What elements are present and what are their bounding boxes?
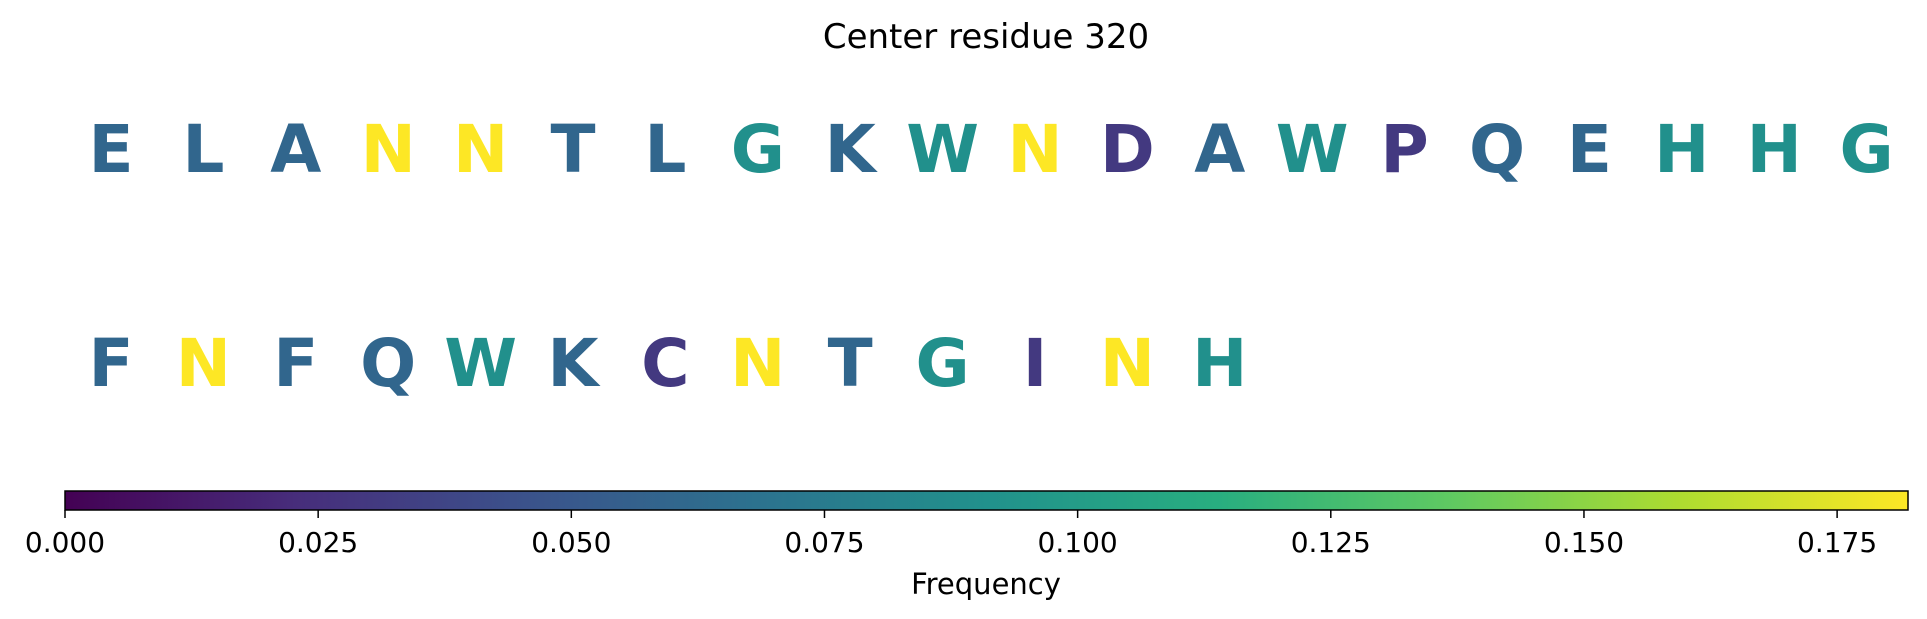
residue-letter: F [88, 325, 133, 402]
colorbar [64, 490, 1909, 511]
residue-letter: N [1100, 325, 1155, 402]
residue-letter: A [1194, 111, 1245, 188]
chart-title: Center residue 320 [823, 17, 1149, 57]
residue-letter: W [906, 111, 979, 188]
colorbar-tick-label: 0.175 [1797, 526, 1877, 559]
residue-letter: N [1007, 111, 1062, 188]
residue-letter: L [644, 111, 686, 188]
colorbar-tick-label: 0.075 [784, 526, 864, 559]
residue-letter: G [731, 111, 785, 188]
colorbar-tick-label: 0.100 [1038, 526, 1118, 559]
residue-letter: C [641, 325, 689, 402]
residue-letter: H [1747, 111, 1802, 188]
residue-letter: H [1192, 325, 1247, 402]
colorbar-ticks: 0.000 0.025 0.050 0.075 0.100 0.125 0.150 0.175 [25, 510, 1877, 559]
residue-letter: N [730, 325, 785, 402]
residue-letter: W [444, 325, 517, 402]
residue-letter: L [182, 111, 224, 188]
residue-letter: T [828, 325, 873, 402]
residue-letter: G [1840, 111, 1894, 188]
residue-letter: N [176, 325, 231, 402]
residue-letter: N [361, 111, 416, 188]
residue-letter: G [916, 325, 970, 402]
residue-letter: K [547, 325, 601, 402]
colorbar-tick-label: 0.025 [278, 526, 358, 559]
residue-letter: I [1023, 325, 1048, 402]
residue-letter: A [270, 111, 321, 188]
colorbar-tick-label: 0.050 [531, 526, 611, 559]
residue-letter: H [1654, 111, 1709, 188]
colorbar-tick-label: 0.150 [1544, 526, 1624, 559]
residue-letter: Q [1469, 111, 1525, 188]
residue-letter: D [1100, 111, 1155, 188]
colorbar-label: Frequency [911, 567, 1061, 601]
colorbar-tick-label: 0.125 [1291, 526, 1371, 559]
residue-letter: F [273, 325, 318, 402]
residue-letter: T [550, 111, 595, 188]
residue-letter: Q [360, 325, 416, 402]
residue-letter: P [1380, 111, 1428, 188]
colorbar-tick-label: 0.000 [25, 526, 105, 559]
residue-letter: N [453, 111, 508, 188]
residue-letter: K [825, 111, 879, 188]
residue-letter: E [1567, 111, 1612, 188]
residue-letter: W [1276, 111, 1349, 188]
residue-letter: E [88, 111, 133, 188]
